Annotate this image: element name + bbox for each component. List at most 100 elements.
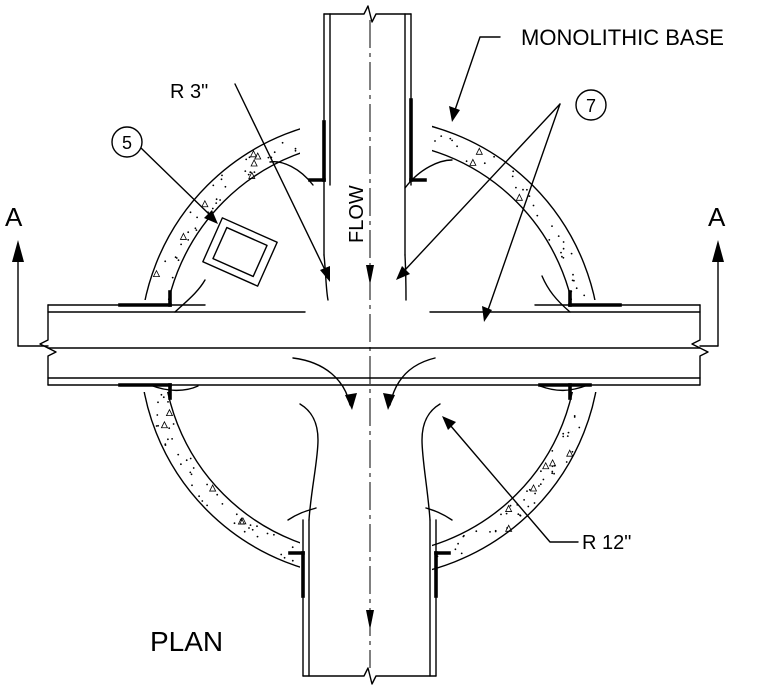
stipple-dot [171, 438, 174, 440]
callout-5: 5 [111, 126, 143, 158]
stipple-dot [244, 170, 247, 173]
stipple-dot [283, 556, 286, 559]
plan-title: PLAN [150, 626, 223, 657]
stipple-dot [565, 461, 568, 463]
stipple-dot [215, 202, 218, 205]
stipple-dot [462, 535, 465, 538]
stipple-dot [196, 216, 199, 219]
stipple-dot [493, 155, 495, 158]
stipple-dot [456, 145, 458, 148]
stipple-dot [553, 472, 555, 475]
stipple-dot [500, 513, 502, 516]
stipple-aggregate [152, 269, 161, 278]
stipple-dot [515, 186, 517, 189]
stipple-dot [251, 528, 254, 531]
stipple-dot [454, 548, 457, 551]
stipple-dot [164, 260, 167, 263]
stipple-dot [505, 512, 508, 515]
stipple-dot [570, 252, 573, 255]
stipple-dot [248, 156, 251, 159]
stipple-dot [526, 490, 528, 492]
stipple-dot [171, 276, 174, 279]
stipple-dot [548, 239, 551, 241]
stipple-dot [167, 401, 169, 403]
stipple-dot [294, 149, 297, 152]
stipple-dot [561, 255, 563, 258]
stipple-dot [189, 471, 192, 474]
stipple-dot [273, 533, 275, 536]
stipple-dot [534, 492, 536, 495]
stipple-dot [273, 151, 276, 154]
stipple-dot [249, 171, 252, 174]
stipple-dot [239, 519, 242, 521]
stipple-dot [224, 185, 227, 188]
stipple-dot [187, 231, 190, 234]
stipple-dot [177, 259, 180, 262]
stipple-dot [522, 188, 524, 191]
radius-small-label: R 3" [170, 81, 208, 103]
callout-7: 7 [575, 89, 607, 121]
stipple-dot [174, 256, 177, 259]
stipple-dot [164, 444, 167, 446]
radius-large-label: R 12" [582, 532, 631, 554]
stipple-dot [256, 525, 258, 528]
stipple-dot [509, 504, 512, 507]
stipple-dot [215, 198, 218, 201]
stipple-dot [566, 435, 569, 437]
stipple-dot [160, 393, 163, 396]
stipple-dot [248, 527, 250, 529]
stipple-dot [206, 504, 209, 507]
stipple-dot [249, 524, 252, 526]
stipple-dot [449, 137, 452, 140]
stipple-dot [281, 141, 284, 144]
section-cut-lines [12, 240, 724, 347]
stipple-dot [192, 467, 195, 469]
stipple-dot [267, 156, 270, 159]
stipple-aggregate [208, 484, 217, 492]
stipple-dot [578, 426, 581, 429]
stipple-dot [551, 450, 554, 452]
stipple-aggregate [201, 199, 209, 208]
stipple-aggregate [179, 232, 188, 240]
stipple-dot [551, 225, 553, 228]
stipple-dot [533, 502, 536, 504]
stipple-dot [185, 459, 188, 462]
section-a-left: A [5, 202, 23, 232]
pipe-horizontal [39, 290, 709, 400]
flow-arrows [345, 265, 395, 630]
stipple-dot [536, 214, 539, 217]
stipple-dot [187, 239, 190, 241]
stipple-dot [266, 532, 269, 535]
stipple-dot [572, 273, 574, 276]
stipple-dot [247, 173, 250, 176]
stipple-dot [177, 453, 180, 456]
leader-lines [140, 36, 579, 543]
stipple-dot [540, 470, 542, 473]
stipple-dot [189, 457, 192, 460]
stipple-dot [519, 514, 522, 517]
stipple-dot [162, 396, 165, 399]
stipple-dot [245, 158, 248, 161]
cleanout-frame [202, 217, 278, 287]
stipple-aggregate [542, 461, 550, 470]
stipple-dot [235, 513, 238, 516]
stipple-aggregate [566, 449, 574, 457]
stipple-dot [233, 522, 236, 525]
stipple-dot [542, 478, 545, 481]
stipple-dot [567, 431, 570, 434]
stipple-dot [494, 529, 497, 532]
stipple-dot [457, 542, 459, 545]
stipple-dot [511, 175, 514, 178]
stipple-dot [167, 438, 169, 441]
stipple-aggregate [249, 149, 258, 158]
stipple-dot [460, 552, 463, 555]
stipple-dot [562, 247, 565, 250]
callout-7-label: 7 [586, 96, 596, 116]
stipple-aggregate [475, 147, 483, 155]
stipple-dot [180, 243, 183, 246]
section-a-right: A [708, 202, 726, 232]
stipple-aggregate [529, 484, 538, 492]
stipple-dot [527, 505, 530, 508]
